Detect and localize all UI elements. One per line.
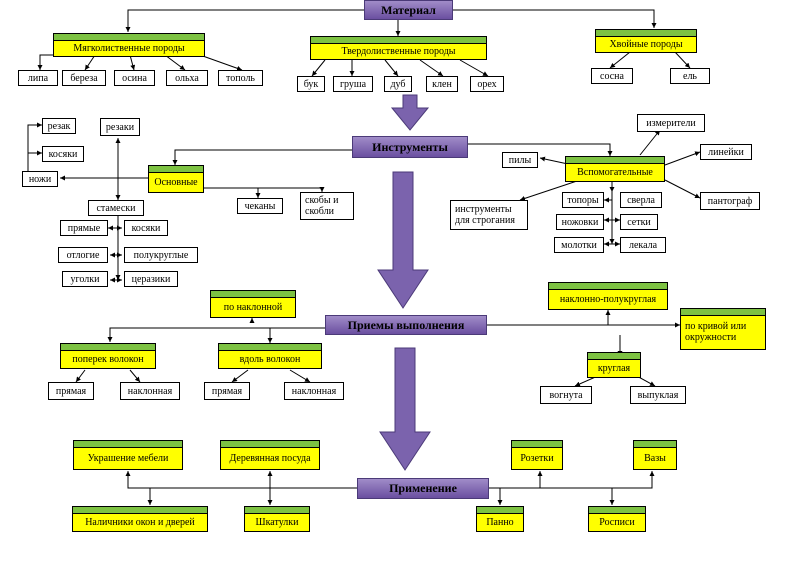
header-application: Применение <box>357 478 489 499</box>
node-dub: дуб <box>384 76 412 92</box>
node-lipa: липа <box>18 70 58 86</box>
node-naklon-polukrug: наклонно-полукруглая <box>548 282 668 310</box>
node-molotki: молотки <box>554 237 604 253</box>
node-basic-tools: Основные <box>148 165 204 193</box>
node-pryamaya-1: прямая <box>48 382 94 400</box>
node-pryamye: прямые <box>60 220 108 236</box>
node-vazy: Вазы <box>633 440 677 470</box>
node-kruglaya: круглая <box>587 352 641 378</box>
node-nozhi: ножи <box>22 171 58 187</box>
node-kosyaki: косяки <box>124 220 168 236</box>
node-strogan: инструменты для строгания <box>450 200 528 230</box>
node-panno: Панно <box>476 506 524 532</box>
node-poperek: поперек волокон <box>60 343 156 369</box>
header-instruments: Инструменты <box>352 136 468 158</box>
node-naklonnaya-1: наклонная <box>120 382 180 400</box>
node-furniture: Украшение мебели <box>73 440 183 470</box>
header-techniques: Приемы выполнения <box>325 315 487 335</box>
big-arrow-1 <box>390 94 430 131</box>
node-otlogie: отлогие <box>58 247 108 263</box>
node-pily: пилы <box>502 152 538 168</box>
node-nalichniki: Наличники окон и дверей <box>72 506 208 532</box>
node-rozetki: Розетки <box>511 440 563 470</box>
node-sverla: сверла <box>620 192 662 208</box>
node-setki: сетки <box>620 214 658 230</box>
node-rezak: резак <box>42 118 76 134</box>
node-shkatulki: Шкатулки <box>244 506 310 532</box>
node-kosyaki-top: косяки <box>42 146 84 162</box>
node-chekany: чеканы <box>237 198 283 214</box>
node-vdol: вдоль волокон <box>218 343 322 369</box>
node-po-naklonnoy: по наклонной <box>210 290 296 318</box>
node-el: ель <box>670 68 710 84</box>
node-soft-woods: Мягколиственные породы <box>53 33 205 57</box>
node-stameski: стамески <box>88 200 144 216</box>
node-vypuklaya: выпуклая <box>630 386 686 404</box>
connector-lines <box>27 9 701 505</box>
node-rospisi: Росписи <box>588 506 646 532</box>
node-dishes: Деревянная посуда <box>220 440 320 470</box>
big-arrow-3 <box>379 347 431 471</box>
node-osina: осина <box>114 70 155 86</box>
node-skoby: скобы и скобли <box>300 192 354 220</box>
node-sosna: сосна <box>591 68 633 84</box>
node-klen: клен <box>426 76 458 92</box>
node-pantograf: пантограф <box>700 192 760 210</box>
node-measures: измерители <box>637 114 705 132</box>
node-hard-woods: Твердолиственные породы <box>310 36 487 60</box>
node-topol: тополь <box>218 70 263 86</box>
node-polukruglye: полукруглые <box>124 247 198 263</box>
node-cerazik: церазики <box>124 271 178 287</box>
big-arrows <box>377 94 431 471</box>
header-material: Материал <box>364 0 453 20</box>
node-conifers: Хвойные породы <box>595 29 697 53</box>
node-oreh: орех <box>470 76 504 92</box>
node-buk: бук <box>297 76 325 92</box>
node-vognuta: вогнута <box>540 386 592 404</box>
node-rezaki: резаки <box>100 118 140 136</box>
node-lekala: лекала <box>620 237 666 253</box>
big-arrow-2 <box>377 171 429 309</box>
node-ugolki: уголки <box>62 271 108 287</box>
node-topory: топоры <box>562 192 604 208</box>
node-olha: ольха <box>166 70 208 86</box>
node-auxiliary-tools: Вспомогательные <box>565 156 665 182</box>
node-nozhovki: ножовки <box>556 214 604 230</box>
node-po-krivoy: по кривой или окружности <box>680 308 766 350</box>
node-grusha: груша <box>333 76 373 92</box>
node-bereza: береза <box>62 70 106 86</box>
node-lineyki: линейки <box>700 144 752 160</box>
node-pryamaya-2: прямая <box>204 382 250 400</box>
node-naklonnaya-2: наклонная <box>284 382 344 400</box>
